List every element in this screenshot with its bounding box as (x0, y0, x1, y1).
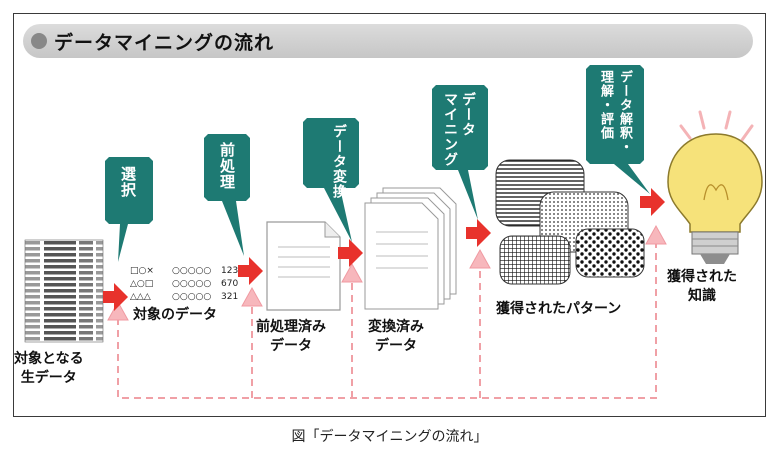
raw-data-sheet (24, 239, 104, 343)
stage-preprocessed-label: 前処理済み データ (256, 319, 326, 354)
step-transform-label-a: データ変換 (331, 124, 347, 199)
step-interpret-label-b: 理解・評価 (598, 70, 613, 140)
callout-transform (303, 118, 359, 242)
preprocessed-document (266, 221, 341, 311)
feedback-arrowheads (107, 224, 667, 321)
step-mining-label-b: マイニング (442, 92, 458, 167)
table-row-3-circles: ○○○○○ (172, 292, 211, 302)
figure-caption: 図「データマイニングの流れ」 (291, 429, 488, 445)
table-row-3-value: 321 (221, 292, 238, 302)
table-row-2-shapes: △○□ (130, 279, 153, 289)
title-bar (23, 24, 753, 58)
callout-preprocess (204, 134, 250, 256)
stage-transformed-label: 変換済み データ (368, 319, 424, 354)
step-select-label: 選択 (119, 166, 137, 198)
table-row-3-shapes: △△△ (130, 292, 151, 302)
table-row-1-circles: ○○○○○ (172, 266, 211, 276)
diagram-title: データマイニングの流れ (54, 32, 275, 54)
feedback-loop (117, 236, 657, 399)
light-bulb-icon (667, 110, 763, 264)
stage-raw-label: 対象となる 生データ (14, 351, 84, 386)
table-row-2-value: 670 (221, 279, 238, 289)
pattern-boxes (495, 159, 645, 285)
table-row-1-shapes: □○× (130, 266, 154, 276)
title-bullet-icon (31, 33, 47, 49)
stage-knowledge-label: 獲得された 知識 (667, 269, 737, 304)
step-interpret-label-a: データ解釈・ (617, 70, 632, 154)
callout-mining (432, 85, 488, 220)
table-row-1-value: 123 (221, 266, 238, 276)
step-mining-label-a: データ (460, 92, 476, 137)
stage-patterns-label: 獲得されたパターン (496, 301, 622, 317)
table-row-2-circles: ○○○○○ (172, 279, 211, 289)
target-data-table: □○× ○○○○○ 123 △○□ ○○○○○ 670 △△△ ○○○○○ 32… (130, 266, 238, 302)
flow-arrows (103, 188, 665, 311)
callout-select (105, 157, 153, 262)
transformed-document-stack (364, 187, 457, 310)
stage-target-label: 対象のデータ (133, 307, 217, 323)
step-preprocess-label: 前処理 (218, 142, 236, 190)
callout-interpret (586, 65, 650, 194)
